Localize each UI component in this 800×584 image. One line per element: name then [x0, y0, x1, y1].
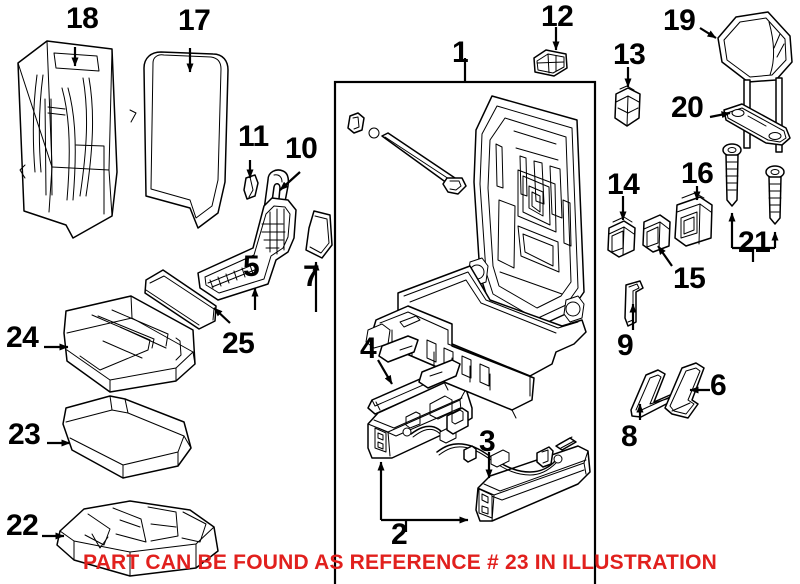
- part-25-front-trim-rail: [144, 269, 217, 330]
- leader-20: [709, 111, 731, 119]
- highlight-box-1: [333, 58, 597, 584]
- part-15-square-bezel: [642, 214, 671, 253]
- part-20-mounting-strap: [723, 103, 791, 146]
- part-24-seat-cushion-foam: [63, 295, 196, 393]
- callout-11: 11: [238, 120, 269, 153]
- callout-15: 15: [673, 262, 706, 295]
- callout-18: 18: [66, 2, 99, 35]
- part-13-bushing-block: [614, 85, 641, 127]
- callout-23: 23: [8, 418, 41, 451]
- callout-17: 17: [178, 4, 211, 37]
- part-23-seat-cushion-cover: [62, 395, 192, 479]
- part-6-bracket-right: [664, 362, 705, 419]
- callout-16: 16: [681, 157, 714, 190]
- callout-22: 22: [6, 509, 39, 542]
- part-2-seat-track-rail-left: [367, 380, 473, 459]
- callout-10: 10: [285, 132, 318, 165]
- seat-frame-assembly: [365, 95, 587, 419]
- callout-20: 20: [671, 91, 704, 124]
- screw-left: [722, 143, 742, 207]
- part-2-seat-track-rail-right: [475, 445, 591, 522]
- frame-small-hardware: [347, 112, 467, 195]
- callout-12: 12: [541, 0, 574, 33]
- part-22-seat-pan-tray: [56, 500, 219, 577]
- callout-5: 5: [243, 250, 260, 283]
- callout-leaders: [42, 27, 731, 540]
- part-3-release-cable: [402, 407, 577, 476]
- reference-watermark-text: PART CAN BE FOUND AS REFERENCE # 23 IN I…: [82, 551, 718, 574]
- callout-24: 24: [6, 321, 39, 354]
- callout-25: 25: [222, 327, 255, 360]
- part-16-headrest-guide: [674, 192, 713, 247]
- callout-1: 1: [452, 36, 469, 69]
- part-12-retainer-clip: [533, 49, 568, 77]
- part-11-small-hinge-clip: [243, 174, 259, 200]
- leader-25: [213, 307, 231, 324]
- screw-right: [765, 165, 785, 225]
- leader-10: [279, 171, 301, 191]
- part-21-mounting-screws: [722, 143, 785, 262]
- callout-6: 6: [710, 369, 727, 402]
- part-17-seat-back-cushion: [129, 51, 229, 229]
- callout-14: 14: [607, 168, 640, 201]
- callout-7: 7: [303, 260, 320, 293]
- callout-3: 3: [479, 425, 496, 458]
- callout-4: 4: [360, 332, 377, 365]
- part-18-seat-back-foam-pad: [17, 40, 118, 239]
- callout-21: 21: [738, 226, 771, 259]
- part-7-wedge-trim-cover: [305, 210, 333, 259]
- leader-19: [699, 27, 717, 39]
- part-14-square-grommet: [607, 216, 636, 258]
- callout-2: 2: [391, 518, 408, 551]
- callout-8: 8: [621, 420, 638, 453]
- callout-9: 9: [617, 329, 634, 362]
- leader-4: [377, 359, 393, 385]
- part-5-side-trim-panel: [197, 197, 297, 301]
- leader-2: [377, 461, 469, 532]
- leader-15: [657, 245, 673, 267]
- callout-19: 19: [663, 4, 696, 37]
- callout-13: 13: [613, 38, 646, 71]
